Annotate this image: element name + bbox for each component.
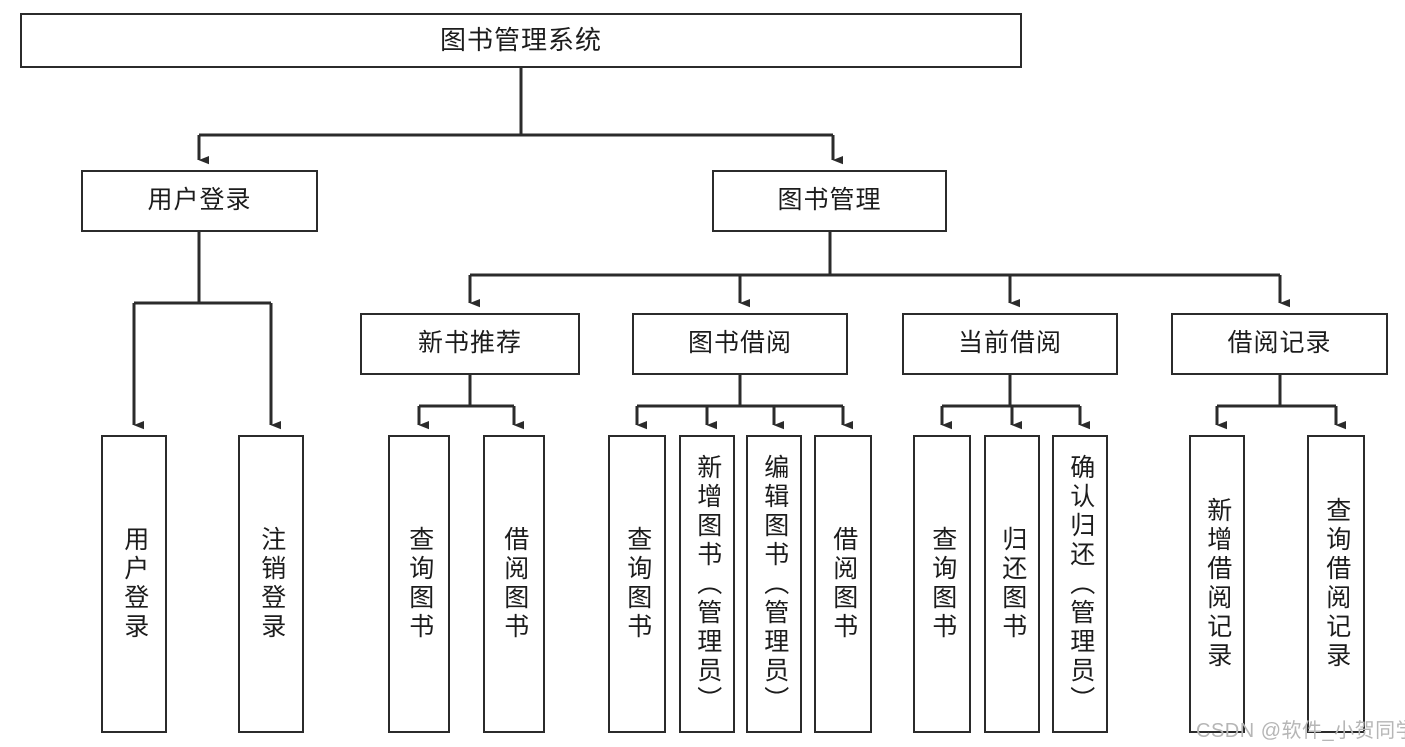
node-label: 用户登录 <box>120 526 149 642</box>
node-leaf-user-login[interactable]: 用户登录 <box>101 435 167 733</box>
watermark-text: CSDN @软件_小贺同学 <box>1196 720 1405 742</box>
node-label: 新增借阅记录 <box>1203 497 1232 671</box>
node-label: 当前借阅 <box>957 329 1062 358</box>
node-book-borrow[interactable]: 图书借阅 <box>632 313 848 375</box>
node-label: 查询借阅记录 <box>1322 497 1351 671</box>
node-label: 查询图书 <box>405 526 434 642</box>
node-book-management[interactable]: 图书管理 <box>712 170 947 232</box>
node-current-borrow[interactable]: 当前借阅 <box>902 313 1118 375</box>
node-leaf-logout-login[interactable]: 注销登录 <box>238 435 304 733</box>
node-label: 图书借阅 <box>687 329 792 358</box>
node-label: 用户登录 <box>147 186 252 215</box>
node-label: 新增图书（管理员） <box>693 453 722 715</box>
node-leaf-query-book-3[interactable]: 查询图书 <box>913 435 971 733</box>
node-label: 图书管理系统 <box>439 25 602 56</box>
node-label: 借阅图书 <box>829 526 858 642</box>
node-leaf-query-book-2[interactable]: 查询图书 <box>608 435 666 733</box>
node-label: 新书推荐 <box>417 329 522 358</box>
node-leaf-add-borrow-record[interactable]: 新增借阅记录 <box>1189 435 1245 733</box>
node-leaf-query-borrow-record[interactable]: 查询借阅记录 <box>1307 435 1365 733</box>
node-leaf-confirm-return-admin[interactable]: 确认归还（管理员） <box>1052 435 1108 733</box>
node-leaf-edit-book-admin[interactable]: 编辑图书（管理员） <box>746 435 802 733</box>
node-leaf-return-book[interactable]: 归还图书 <box>984 435 1040 733</box>
node-label: 借阅图书 <box>500 526 529 642</box>
node-label: 借阅记录 <box>1227 329 1332 358</box>
node-borrow-record[interactable]: 借阅记录 <box>1171 313 1388 375</box>
node-user-login[interactable]: 用户登录 <box>81 170 318 232</box>
node-new-book-recommend[interactable]: 新书推荐 <box>360 313 580 375</box>
node-label: 编辑图书（管理员） <box>760 453 789 715</box>
node-leaf-borrow-book-1[interactable]: 借阅图书 <box>483 435 545 733</box>
node-leaf-borrow-book-2[interactable]: 借阅图书 <box>814 435 872 733</box>
node-leaf-query-book-1[interactable]: 查询图书 <box>388 435 450 733</box>
node-label: 归还图书 <box>998 526 1027 642</box>
node-label: 图书管理 <box>777 186 882 215</box>
node-leaf-add-book-admin[interactable]: 新增图书（管理员） <box>679 435 735 733</box>
node-label: 注销登录 <box>257 526 286 642</box>
node-label: 查询图书 <box>623 526 652 642</box>
node-root-book-management-system[interactable]: 图书管理系统 <box>20 13 1022 68</box>
node-label: 查询图书 <box>928 526 957 642</box>
node-label: 确认归还（管理员） <box>1066 453 1095 715</box>
